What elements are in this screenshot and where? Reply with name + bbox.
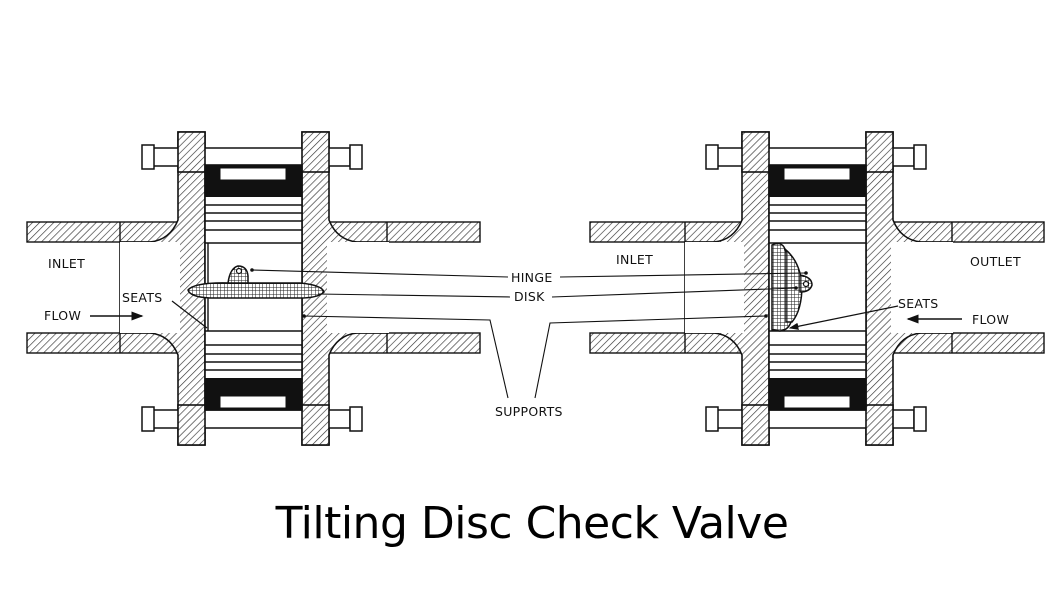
hinge-leader-left [251,269,509,278]
disk-label: DISK [514,289,545,304]
disk-leader-right [551,287,797,298]
hinge-label: HINGE [511,270,553,285]
center-callouts: HINGE DISK SUPPORTS [250,268,808,419]
left-valve: INLET SEATS FLOW [26,131,481,446]
diagram-title: Tilting Disc Check Valve [275,498,789,549]
left-flow-label: FLOW [44,308,81,323]
right-flow-label: FLOW [972,312,1009,327]
right-seats-label: SEATS [898,296,938,311]
left-lower-pipe-wall-right [327,332,481,354]
left-disk [187,282,325,299]
left-seats-leader [171,300,208,329]
right-valve: INLET OUTLET SEATS FLOW [589,131,1045,446]
supports-label: SUPPORTS [495,404,563,419]
left-upper-pipe-wall-right [327,221,481,243]
right-inlet-label: INLET [616,252,653,267]
left-inlet-label: INLET [48,256,85,271]
supports-leader-left [303,315,509,399]
disk-leader-left [317,293,511,298]
left-hinge [227,265,249,284]
left-lower-pipe-wall [26,332,180,354]
left-seats-label: SEATS [122,290,162,305]
supports-leader-right [534,315,767,399]
right-seats-leader [788,305,899,330]
hinge-leader-right [559,272,807,278]
left-upper-pipe-wall [26,221,180,243]
right-outlet-label: OUTLET [970,254,1021,269]
